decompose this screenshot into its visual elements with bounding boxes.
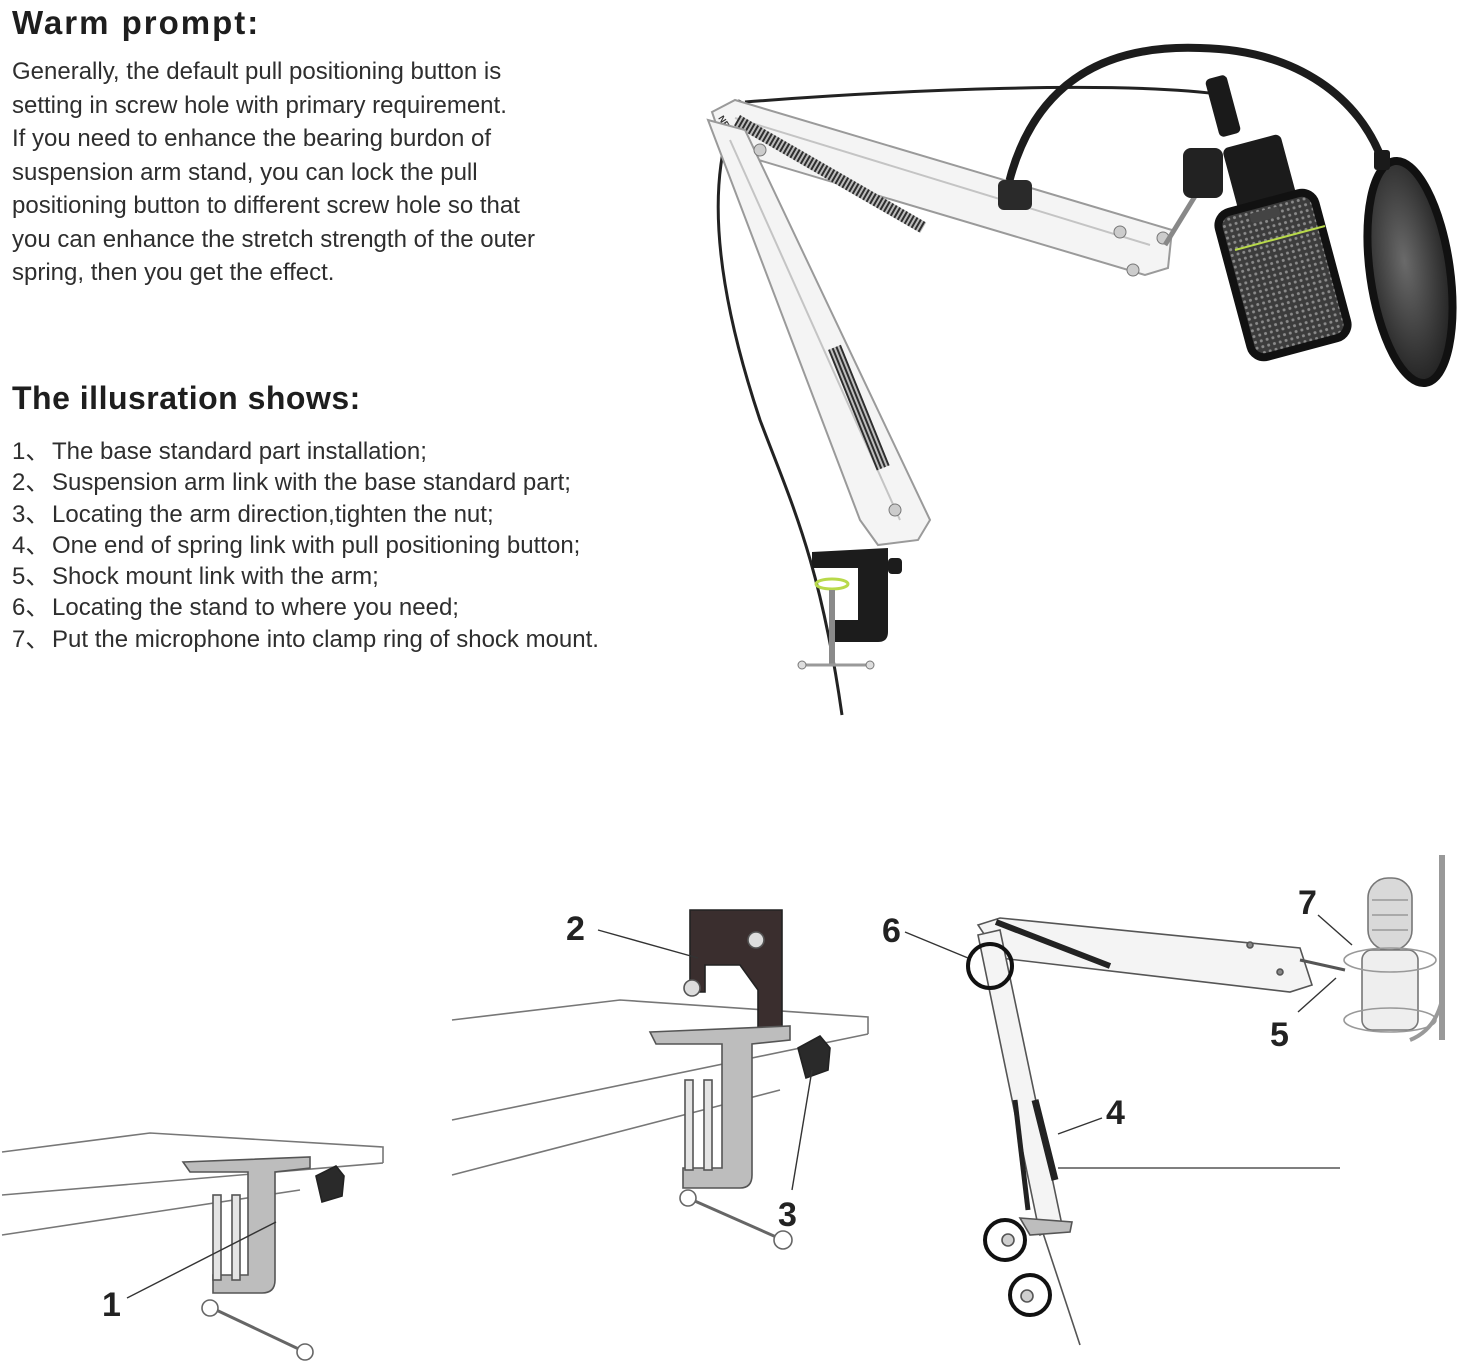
lower-spring <box>828 344 890 471</box>
tightening-knob-2 <box>797 1034 831 1080</box>
callout-3: 3 <box>778 1196 797 1234</box>
arm-base-plate <box>689 909 783 1029</box>
warm-prompt-heading: Warm prompt: <box>12 4 261 41</box>
diagram-upper-arm <box>976 917 1314 993</box>
callout-leader-6 <box>904 931 969 959</box>
step-item: 7、Put the microphone into clamp ring of … <box>12 624 599 655</box>
steps-list: 1、The base standard part installation; 2… <box>12 436 599 655</box>
diagram-microphone <box>1343 855 1445 1042</box>
product-photo: NEEWER <box>706 43 1457 716</box>
paragraph-line: spring, then you get the effect. <box>12 259 335 286</box>
step-number: 3、 <box>12 500 50 528</box>
step-number: 4、 <box>12 531 50 559</box>
desk-top-edge <box>1 1132 384 1163</box>
step-item: 4、One end of spring link with pull posit… <box>12 530 599 561</box>
step-item: 3、Locating the arm direction,tighten the… <box>12 499 599 530</box>
step-number: 2、 <box>12 469 50 497</box>
diagram-clamp-install <box>1 1132 384 1361</box>
callout-4: 4 <box>1106 1094 1125 1132</box>
tightening-knob <box>888 558 902 574</box>
tightening-knob-1 <box>315 1164 345 1204</box>
callout-leader-2 <box>597 929 699 959</box>
desk-top-edge-2 <box>451 999 869 1034</box>
pop-filter <box>1363 150 1457 388</box>
step-item: 6、Locating the stand to where you need; <box>12 592 599 623</box>
mic-head <box>1214 188 1352 362</box>
paragraph-line: you can enhance the stretch strength of … <box>12 225 536 253</box>
step-number: 7、 <box>12 625 50 653</box>
mic-cable-top <box>744 85 1226 104</box>
diagram-full-stand <box>904 855 1445 1346</box>
illustration-heading: The illusration shows: <box>12 380 361 416</box>
paragraph-line: Generally, the default pull positioning … <box>12 58 502 85</box>
callout-7: 7 <box>1298 884 1317 922</box>
xlr-connector <box>1205 75 1241 137</box>
marker-circle-4a <box>983 1218 1027 1262</box>
step-text: The base standard part installation; <box>52 438 427 465</box>
callout-1: 1 <box>102 1286 121 1324</box>
step-number: 5、 <box>12 563 50 591</box>
diagram-lower-spring <box>1031 1099 1059 1181</box>
step-text: Locating the arm direction,tighten the n… <box>52 500 494 528</box>
callout-5: 5 <box>1270 1016 1289 1054</box>
step-number: 6、 <box>12 594 50 622</box>
step-item: 2、Suspension arm link with the base stan… <box>12 467 599 498</box>
callout-leader-5 <box>1297 977 1337 1013</box>
paragraph-line: suspension arm stand, you can lock the p… <box>12 158 478 186</box>
callout-leader-1 <box>126 1221 277 1299</box>
diagram-upper-spring <box>994 919 1112 969</box>
callout-leader-4 <box>1057 1117 1103 1135</box>
step-text: Put the microphone into clamp ring of sh… <box>52 625 599 653</box>
pop-filter-gooseneck <box>1001 43 1386 201</box>
microphone <box>1162 75 1352 362</box>
step-item: 1、The base standard part installation; <box>12 436 599 467</box>
step-text: Shock mount link with the arm; <box>52 563 379 591</box>
step-text: Suspension arm link with the base standa… <box>52 469 571 497</box>
callout-2: 2 <box>566 910 585 948</box>
marker-circle-4b <box>1008 1273 1052 1317</box>
diagram-arm-base <box>451 909 869 1250</box>
warm-prompt-paragraph: Generally, the default pull positioning … <box>12 55 632 290</box>
desk-clamp <box>797 548 902 670</box>
step-text: Locating the stand to where you need; <box>52 594 459 622</box>
callout-leader-7 <box>1317 914 1353 946</box>
step-number: 1、 <box>12 438 50 465</box>
lower-arm <box>706 118 932 547</box>
callout-leader-3 <box>791 1069 813 1191</box>
mic-cable <box>716 99 844 716</box>
clamp-body-2 <box>648 1025 791 1189</box>
mic-logo-plate <box>1249 206 1281 224</box>
upper-spring <box>734 115 927 233</box>
accent-ring <box>814 577 850 591</box>
paragraph-line: setting in screw hole with primary requi… <box>12 91 507 119</box>
step-item: 5、Shock mount link with the arm; <box>12 561 599 592</box>
callout-6: 6 <box>882 912 901 950</box>
marker-circle-6 <box>966 942 1014 990</box>
shock-mount <box>1183 148 1223 198</box>
paragraph-line: If you need to enhance the bearing burdo… <box>12 125 492 152</box>
pop-filter-clamp <box>998 180 1032 210</box>
paragraph-line: positioning button to different screw ho… <box>12 192 520 219</box>
diagram-lower-arm <box>977 929 1063 1237</box>
step-text: One end of spring link with pull positio… <box>52 531 581 559</box>
